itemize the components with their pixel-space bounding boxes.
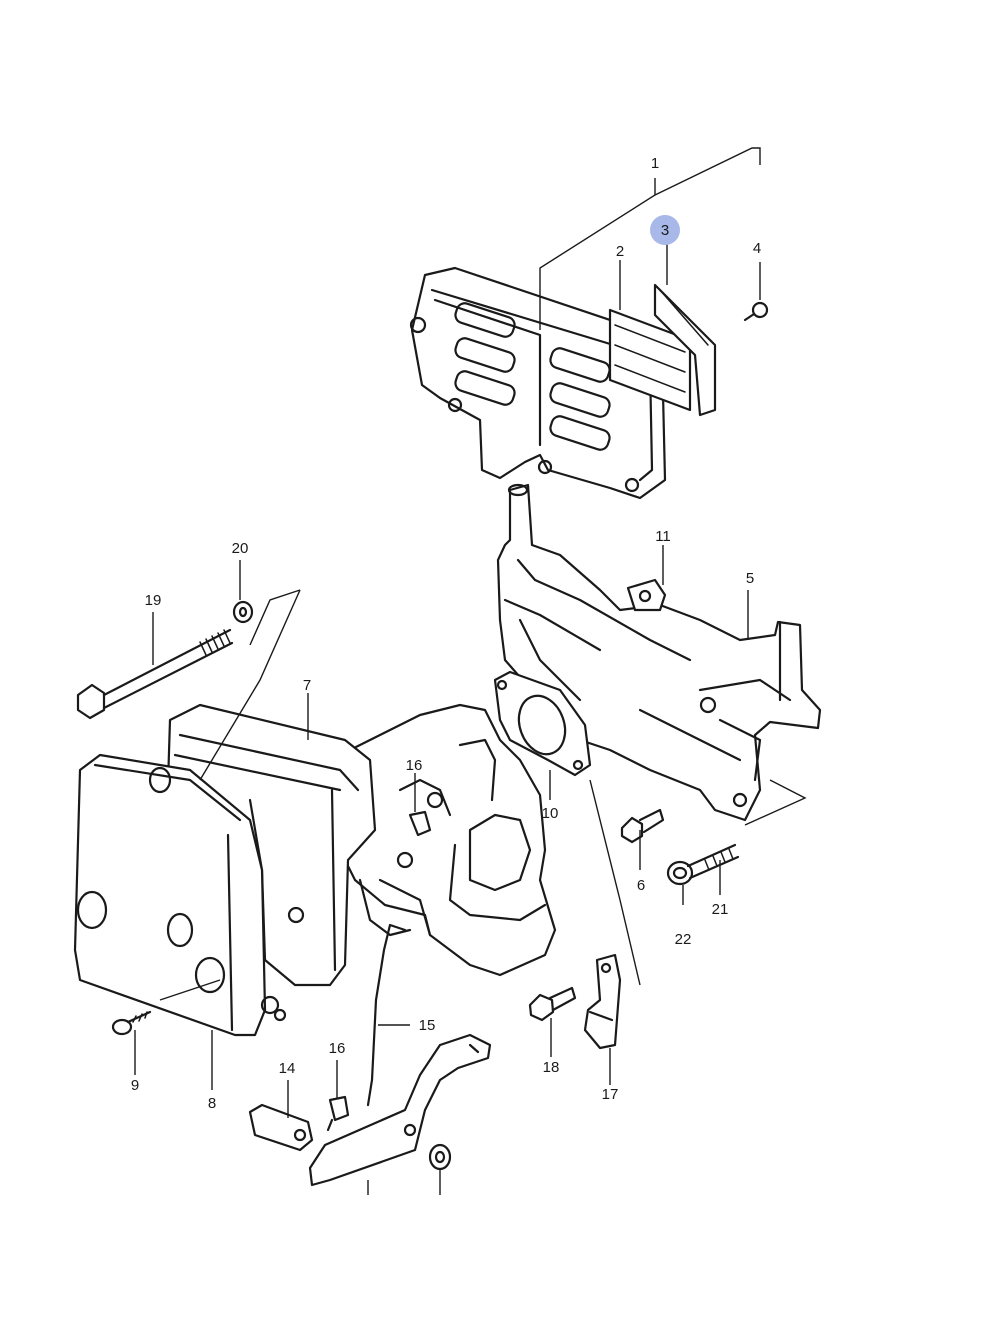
leader-lines: [134, 147, 807, 1195]
washer-20: [232, 600, 254, 624]
linkage-lever: [308, 1033, 492, 1187]
plate-14: [248, 1103, 314, 1152]
callout-19: 19: [145, 592, 162, 609]
callout-7: 7: [303, 677, 311, 694]
gasket-10: [493, 670, 592, 777]
bolt-6: [620, 808, 665, 844]
callout-3[interactable]: 3: [661, 222, 669, 239]
callout-5: 5: [746, 570, 754, 587]
callout-16-lower: 16: [329, 1040, 346, 1057]
callout-17: 17: [602, 1086, 619, 1103]
callout-labels: 1 2 3 4 5 6 7 8 9 10 11 14 15 16 16 17 1…: [131, 155, 761, 1112]
screw-9: [111, 1010, 152, 1036]
callout-10: 10: [542, 805, 559, 822]
rod-15: [366, 923, 407, 1107]
reed-valve-plate: [409, 266, 667, 500]
reed-petals: [608, 308, 692, 412]
clip-16-upper: [408, 810, 432, 837]
carburetor: [343, 703, 557, 977]
bolt-18: [528, 986, 577, 1022]
reed-stopper: [653, 283, 717, 417]
callout-15: 15: [419, 1017, 436, 1034]
callout-8: 8: [208, 1095, 216, 1112]
bolt-19: [76, 628, 234, 720]
callout-3-highlight: [650, 215, 680, 245]
clamp-17: [583, 953, 622, 1050]
callout-1: 1: [651, 155, 659, 172]
callout-2: 2: [616, 243, 624, 260]
callout-4: 4: [753, 240, 761, 257]
callout-20: 20: [232, 540, 249, 557]
callout-18: 18: [543, 1059, 560, 1076]
clip-11: [626, 578, 667, 612]
callout-6: 6: [637, 877, 645, 894]
callout-22: 22: [675, 931, 692, 948]
callout-9: 9: [131, 1077, 139, 1094]
callout-16-upper: 16: [406, 757, 423, 774]
callout-14: 14: [279, 1060, 296, 1077]
bolt-21: [666, 843, 740, 886]
washer-lower: [428, 1143, 452, 1171]
clip-16-lower: [326, 1095, 350, 1132]
callout-11: 11: [655, 528, 671, 545]
silencer-cover: [73, 753, 287, 1037]
screw-4: [743, 301, 769, 322]
callout-21: 21: [712, 901, 729, 918]
